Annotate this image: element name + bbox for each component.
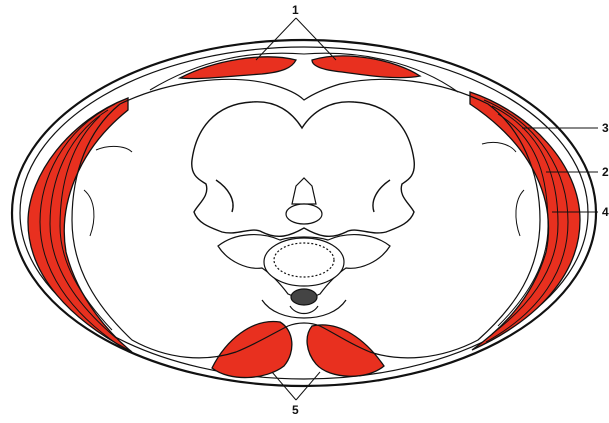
label-1: 1 bbox=[292, 3, 299, 17]
label-5: 5 bbox=[292, 403, 299, 417]
label-3: 3 bbox=[602, 121, 609, 135]
label-2: 2 bbox=[602, 165, 609, 179]
label-4: 4 bbox=[602, 205, 609, 219]
